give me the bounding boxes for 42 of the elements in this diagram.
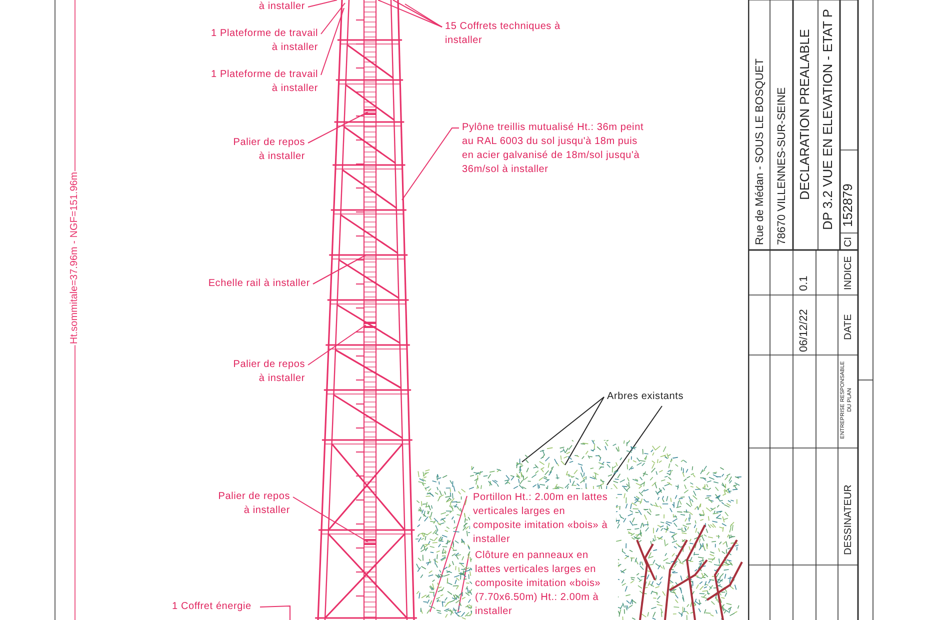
callout-text: Palier de repos à installer <box>225 358 305 386</box>
callout-text: 15 Coffrets techniques à installer <box>445 20 563 48</box>
field-label: DESSINATEUR <box>843 484 855 555</box>
callout-text: Echelle rail à installer <box>190 277 310 291</box>
leader-line <box>308 112 368 144</box>
leader-line <box>260 605 290 620</box>
leader-line <box>312 254 366 284</box>
address-text: Rue de Médan - SOUS LE BOSQUET <box>754 58 766 245</box>
callout-text: 1 Plateforme de travail à installer <box>206 27 318 55</box>
leader-line <box>308 324 366 366</box>
field-label: INDICE <box>843 256 855 290</box>
callout-text: à installer <box>185 0 305 14</box>
leader-line <box>404 4 442 28</box>
field-label: DATE <box>843 314 855 340</box>
callout-text: Clôture en panneaux en lattes verticales larges en composite imitation «bois» (7.70x6.50m) Ht.: 2.00m à installer <box>472 547 618 620</box>
address-text: 78670 VILLENNES-SUR-SEINE <box>776 87 788 245</box>
field-label: CI <box>843 237 855 247</box>
callout-text: Palier de repos à installer <box>225 136 305 164</box>
leader-line <box>458 554 470 612</box>
trees-drawing <box>415 440 745 620</box>
field-value: 06/12/22 <box>798 309 810 352</box>
leader-line <box>522 396 604 462</box>
callout-text: Arbres existants <box>607 390 717 404</box>
leader-line <box>564 396 604 466</box>
field-value: 152879 <box>842 184 854 227</box>
callout-text: 1 Plateforme de travail à installer <box>206 68 318 96</box>
drawing-title: DECLARATION PREALABLE <box>799 29 811 200</box>
leader-line <box>308 0 338 8</box>
leader-line <box>292 496 368 542</box>
callout-text: 1 Coffret énergie <box>172 600 257 614</box>
leader-line <box>606 406 662 486</box>
drawing-title: DP 3.2 VUE EN ELEVATION - ETAT P <box>822 8 834 230</box>
leader-line <box>378 0 442 28</box>
callout-text: Portillon Ht.: 2.00m en lattes verticales larges en composite imitation «bois» à installer <box>470 489 616 549</box>
leader-line <box>392 0 442 28</box>
callout-text: Pylône treillis mutualisé Ht.: 36m peint au RAL 6003 du sol jusqu'à 18m puis en acier galvanisé de 18m/sol jusqu'à 36m/sol à installer <box>462 121 652 177</box>
leader-line <box>320 8 344 76</box>
leader-line <box>430 496 468 612</box>
field-value: 0.1 <box>798 276 810 291</box>
leader-line <box>320 2 346 34</box>
callout-text: Palier de repos à installer <box>210 490 290 518</box>
leader-line <box>402 128 460 200</box>
